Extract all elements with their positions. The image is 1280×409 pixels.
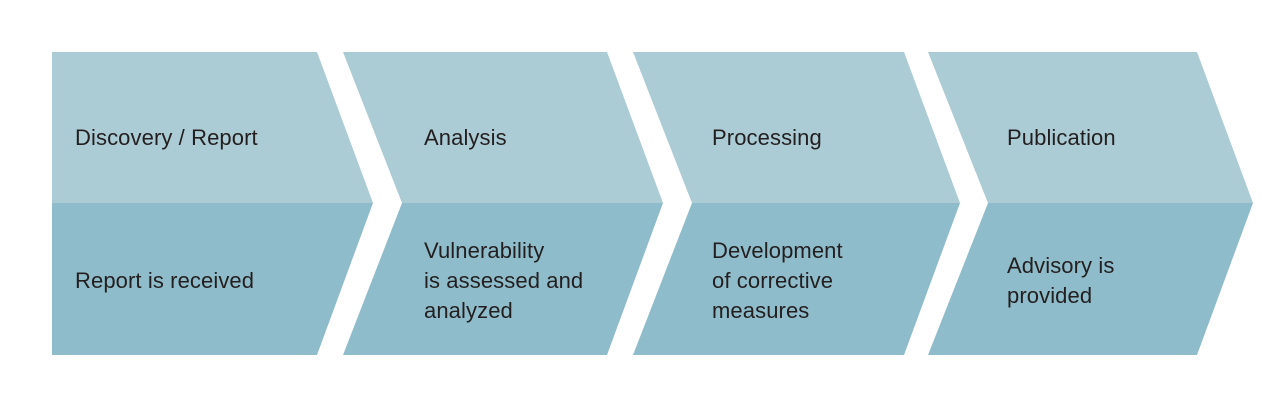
stage-3-title-band[interactable]	[633, 52, 960, 203]
stage-1-title-band[interactable]	[52, 52, 373, 203]
stage-1-description-band[interactable]	[52, 203, 373, 355]
stage-4-description-band[interactable]	[928, 203, 1253, 355]
stage-2-title-band[interactable]	[343, 52, 663, 203]
stage-4-title-band[interactable]	[928, 52, 1253, 203]
stage-3-description-band[interactable]	[633, 203, 960, 355]
stage-2-description-band[interactable]	[343, 203, 663, 355]
